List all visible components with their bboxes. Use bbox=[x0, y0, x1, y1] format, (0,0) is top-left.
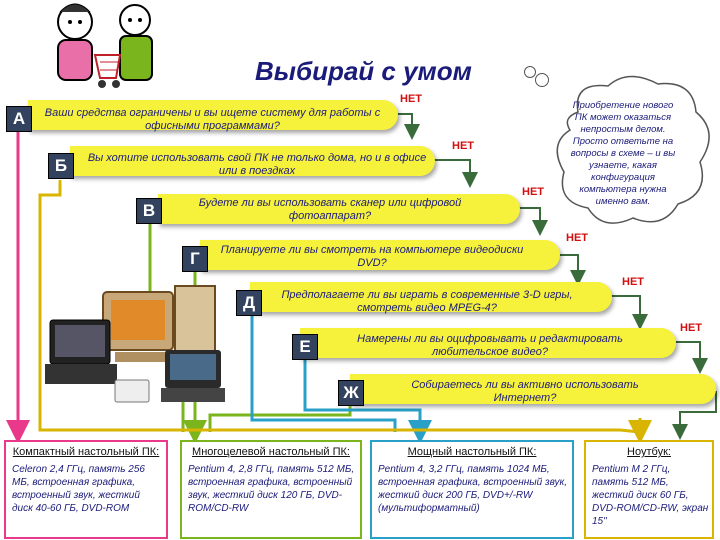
cloud-bubble-medium bbox=[535, 73, 549, 87]
no-label-b: НЕТ bbox=[452, 140, 474, 152]
question-letter-zh: Ж bbox=[338, 380, 364, 406]
no-arrow-g bbox=[555, 254, 586, 286]
thought-cloud bbox=[556, 75, 710, 224]
question-letter-e: Е bbox=[292, 334, 318, 360]
shoppers-illustration bbox=[57, 3, 153, 88]
cloud-bubble-small bbox=[524, 66, 536, 78]
no-label-v: НЕТ bbox=[522, 186, 544, 198]
result-body-compact: Celeron 2,4 ГГц, память 256 МБ, встроенн… bbox=[12, 464, 145, 514]
cloud-text: Приобретение нового ПК может оказаться н… bbox=[570, 100, 676, 207]
result-box-notebook: Ноутбук: Pentium M 2 ГГц, память 512 МБ,… bbox=[584, 440, 714, 539]
question-text-a: Ваши средства ограничены и вы ищете сист… bbox=[44, 107, 381, 132]
question-letter-d: Д bbox=[236, 290, 262, 316]
result-body-multipurpose: Pentium 4, 2,8 ГГц, память 512 МБ, встро… bbox=[188, 464, 355, 514]
result-box-multipurpose: Многоцелевой настольный ПК: Pentium 4, 2… bbox=[180, 440, 362, 539]
result-title-notebook: Ноутбук: bbox=[627, 446, 671, 458]
no-label-a: НЕТ bbox=[400, 93, 422, 105]
result-box-compact: Компактный настольный ПК: Celeron 2,4 ГГ… bbox=[4, 440, 168, 539]
question-text-v: Будете ли вы использовать сканер или циф… bbox=[198, 197, 462, 222]
question-bar-b bbox=[70, 146, 435, 176]
yes-line-zh bbox=[208, 400, 352, 432]
yes-line-d bbox=[250, 314, 397, 432]
computers-illustration bbox=[45, 285, 225, 403]
no-label-g: НЕТ bbox=[566, 232, 588, 244]
question-bar-e bbox=[300, 328, 676, 358]
no-arrow-a bbox=[392, 113, 420, 140]
no-arrow-d bbox=[608, 295, 648, 330]
no-arrow-b bbox=[430, 159, 478, 188]
page-title: Выбирай с умом bbox=[255, 56, 472, 86]
question-bar-zh bbox=[350, 374, 716, 404]
question-letter-v: В bbox=[136, 198, 162, 224]
question-letter-g: Г bbox=[182, 246, 208, 272]
result-title-compact: Компактный настольный ПК: bbox=[12, 446, 160, 458]
result-body-powerful: Pentium 4, 3,2 ГГц, память 1024 МБ, встр… bbox=[378, 464, 568, 514]
question-letter-b: Б bbox=[48, 153, 74, 179]
question-bar-v bbox=[158, 194, 520, 224]
question-text-zh: Собираетесь ли вы активно использовать И… bbox=[411, 379, 639, 404]
result-title-multipurpose: Многоцелевой настольный ПК: bbox=[192, 446, 350, 458]
question-text-d: Предполагаете ли вы играть в современные… bbox=[281, 289, 573, 314]
yes-line-e bbox=[303, 358, 432, 444]
question-text-b: Вы хотите использовать свой ПК не только… bbox=[87, 152, 427, 177]
question-bar-d bbox=[250, 282, 612, 312]
no-label-e: НЕТ bbox=[680, 322, 702, 334]
question-letter-a: А bbox=[6, 106, 32, 132]
result-box-powerful: Мощный настольный ПК: Pentium 4, 3,2 ГГц… bbox=[370, 440, 574, 539]
question-text-e: Намерены ли вы оцифровывать и редактиров… bbox=[357, 333, 623, 358]
question-bar-a bbox=[28, 100, 398, 130]
yes-line-b bbox=[38, 180, 641, 434]
result-body-notebook: Pentium M 2 ГГц, память 512 МБ, жесткий … bbox=[592, 464, 709, 527]
result-title-powerful: Мощный настольный ПК: bbox=[407, 446, 537, 458]
question-bar-g bbox=[200, 240, 560, 270]
no-arrow-e bbox=[672, 341, 708, 374]
question-text-g: Планируете ли вы смотреть на компьютере … bbox=[220, 244, 524, 269]
no-label-d: НЕТ bbox=[622, 276, 644, 288]
no-arrow-v bbox=[515, 207, 548, 236]
